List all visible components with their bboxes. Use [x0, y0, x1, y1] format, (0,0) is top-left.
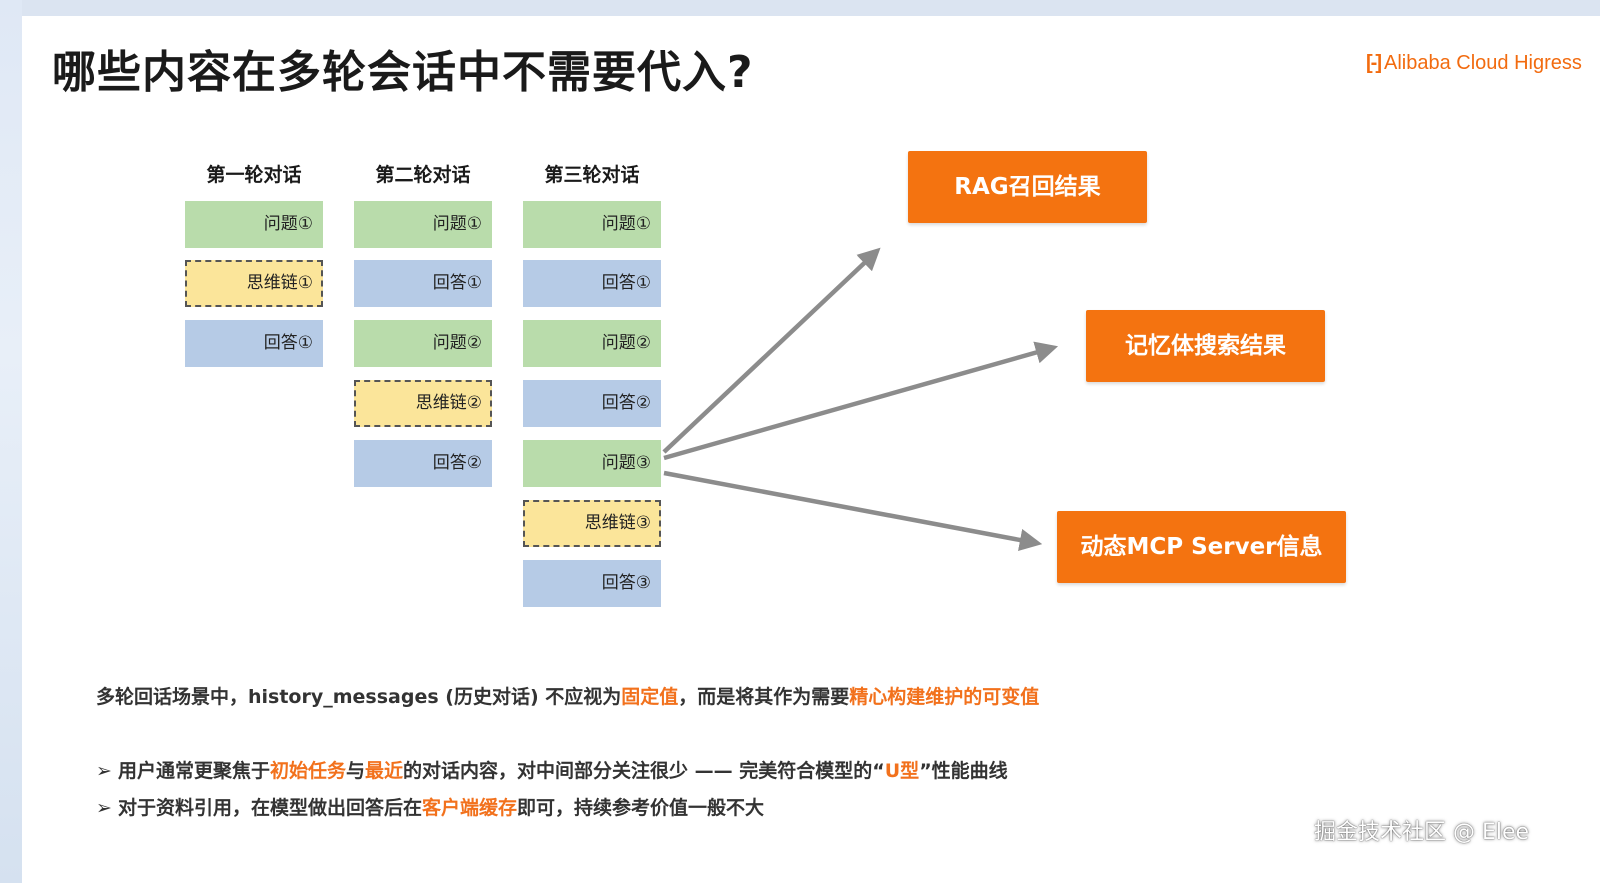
column-heading-round-1: 第一轮对话: [206, 164, 302, 186]
memory-search-result-box: 记忆体搜索结果: [1086, 310, 1325, 382]
round-3-answer-3: 回答③: [523, 560, 661, 607]
slide-background: [22, 16, 1600, 883]
arrow-to-memory: [663, 341, 1059, 461]
round-2-question-2: 问题②: [354, 320, 492, 367]
page-title: 哪些内容在多轮会话中不需要代入?: [52, 47, 754, 98]
brand-logo: [-]Alibaba Cloud Higress: [1366, 52, 1582, 75]
round-2-answer-1: 回答①: [354, 260, 492, 307]
round-2-chain-of-thought-2: 思维链②: [354, 380, 492, 427]
watermark: 掘金技术社区 @ Elee: [1314, 820, 1530, 845]
alibaba-cloud-icon: [-]: [1366, 52, 1382, 74]
column-heading-round-3: 第三轮对话: [544, 164, 640, 186]
bullet-item-1: ➢ 用户通常更聚焦于初始任务与最近的对话内容，对中间部分关注很少 —— 完美符合…: [96, 760, 1008, 782]
round-1-question-1: 问题①: [185, 201, 323, 248]
round-3-question-3: 问题③: [523, 440, 661, 487]
round-1-chain-of-thought-1: 思维链①: [185, 260, 323, 307]
round-3-answer-2: 回答②: [523, 380, 661, 427]
top-strip: [0, 0, 1600, 16]
round-3-chain-of-thought-3: 思维链③: [523, 500, 661, 547]
column-heading-round-2: 第二轮对话: [375, 164, 471, 186]
rag-result-box: RAG召回结果: [908, 151, 1147, 223]
left-strip: [0, 0, 22, 883]
arrow-to-mcp: [663, 470, 1043, 552]
round-2-answer-2: 回答②: [354, 440, 492, 487]
highlight-fixed-value: 固定值: [621, 686, 679, 708]
round-3-question-1: 问题①: [523, 201, 661, 248]
highlight-variable-value: 精心构建维护的可变值: [849, 686, 1040, 708]
summary-note: 多轮回话场景中，history_messages (历史对话) 不应视为固定值，…: [96, 686, 1040, 708]
round-3-answer-1: 回答①: [523, 260, 661, 307]
dynamic-mcp-server-box: 动态MCP Server信息: [1057, 511, 1346, 583]
round-1-answer-1: 回答①: [185, 320, 323, 367]
bullet-arrow-icon: ➢: [96, 760, 112, 782]
brand-text: Alibaba Cloud Higress: [1383, 52, 1582, 74]
arrow-to-rag: [662, 247, 881, 454]
bullet-item-2: ➢ 对于资料引用，在模型做出回答后在客户端缓存即可，持续参考价值一般不大: [96, 797, 765, 819]
bullet-arrow-icon: ➢: [96, 797, 112, 819]
round-2-question-1: 问题①: [354, 201, 492, 248]
round-3-question-2: 问题②: [523, 320, 661, 367]
